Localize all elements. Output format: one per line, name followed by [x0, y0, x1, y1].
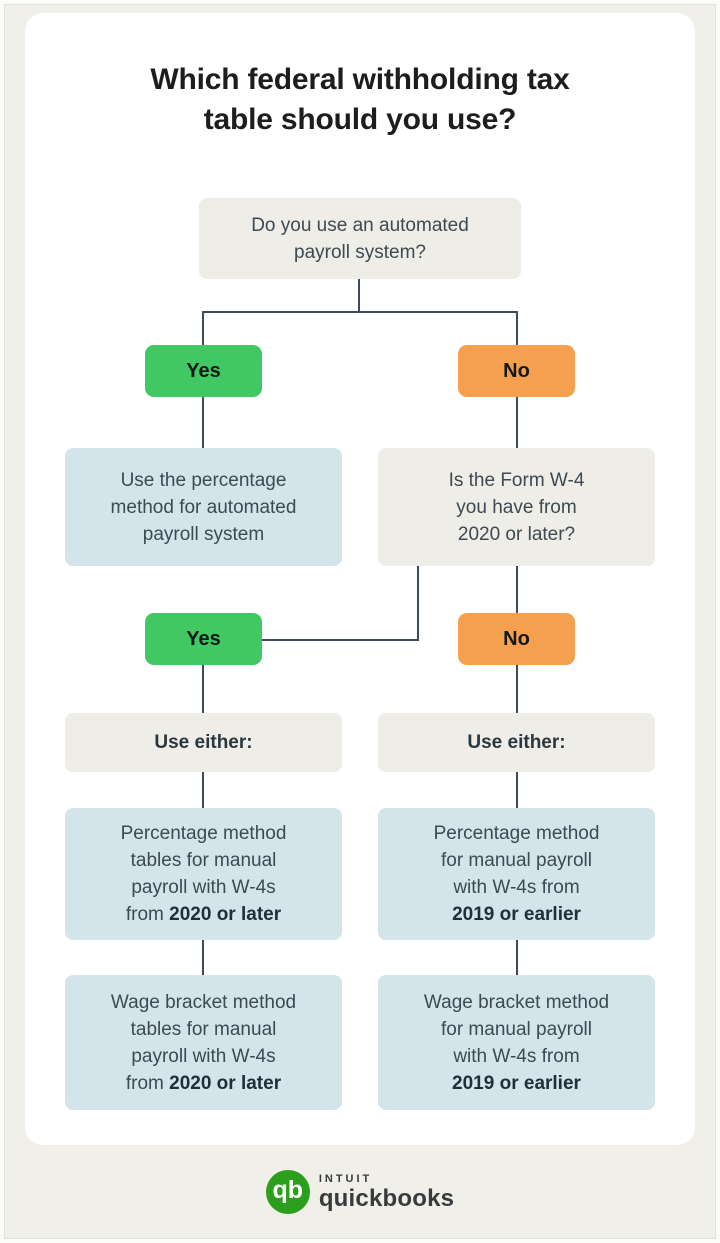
result-text: Wage bracket method for manual payroll w… — [424, 989, 609, 1097]
result-box-wage-bracket-2019: Wage bracket method for manual payroll w… — [378, 975, 655, 1110]
result-text: Percentage method for manual payroll wit… — [434, 820, 600, 928]
connector-line — [202, 311, 204, 347]
connector-line — [516, 664, 518, 715]
brand-wordmark: INTUIT quickbooks — [319, 1173, 454, 1211]
no-label-branch-1: No — [458, 345, 575, 397]
use-either-box-left: Use either: — [65, 713, 342, 772]
use-either-box-right: Use either: — [378, 713, 655, 772]
quickbooks-qb-icon: qb — [265, 1170, 310, 1214]
connector-line — [516, 771, 518, 810]
connector-line — [516, 939, 518, 977]
connector-line — [417, 565, 419, 641]
result-text-normal: Wage bracket method for manual payroll w… — [423, 991, 610, 1067]
connector-line — [358, 279, 360, 313]
connector-line — [202, 396, 204, 450]
result-text-normal: Wage bracket method tables for manual pa… — [110, 991, 297, 1094]
yes-label-branch-1: Yes — [145, 345, 262, 397]
question-text: Is the Form W-4 you have from 2020 or la… — [448, 469, 585, 545]
result-box-percentage-2019: Percentage method for manual payroll wit… — [378, 808, 655, 940]
result-text: Wage bracket method tables for manual pa… — [111, 989, 296, 1097]
connector-line — [202, 939, 204, 977]
connector-line — [202, 311, 518, 313]
connector-line — [516, 565, 518, 615]
result-text-bold: 2020 or later — [169, 1072, 282, 1094]
quickbooks-logo: qb INTUIT quickbooks — [0, 1170, 720, 1214]
question-box-automated-payroll: Do you use an automated payroll system? — [199, 198, 521, 279]
use-either-text: Use either: — [154, 732, 253, 753]
result-box-percentage-2020: Percentage method tables for manual payr… — [65, 808, 342, 940]
result-text-bold: 2020 or later — [169, 904, 282, 925]
quickbooks-wordmark: quickbooks — [318, 1185, 455, 1212]
page-title: Which federal withholding tax table shou… — [150, 63, 570, 136]
result-text: Use the percentage method for automated … — [110, 469, 297, 545]
result-text-bold: 2019 or earlier — [452, 904, 581, 925]
result-text-normal: Percentage method tables for manual payr… — [120, 823, 287, 925]
connector-line — [516, 311, 518, 347]
intuit-wordmark: INTUIT — [318, 1173, 373, 1185]
connector-line — [202, 664, 204, 715]
yes-label-branch-2: Yes — [145, 613, 262, 665]
result-text-normal: Percentage method for manual payroll wit… — [433, 823, 600, 898]
question-box-w4-year: Is the Form W-4 you have from 2020 or la… — [378, 448, 655, 566]
connector-line — [202, 771, 204, 810]
no-label-branch-2: No — [458, 613, 575, 665]
result-box-wage-bracket-2020: Wage bracket method tables for manual pa… — [65, 975, 342, 1110]
result-box-percentage-automated: Use the percentage method for automated … — [65, 448, 342, 566]
connector-line — [516, 396, 518, 450]
use-either-text: Use either: — [467, 732, 566, 753]
question-text: Do you use an automated payroll system? — [251, 214, 469, 263]
result-text-bold: 2019 or earlier — [452, 1072, 581, 1094]
result-text: Percentage method tables for manual payr… — [121, 820, 287, 928]
connector-line — [262, 639, 419, 641]
